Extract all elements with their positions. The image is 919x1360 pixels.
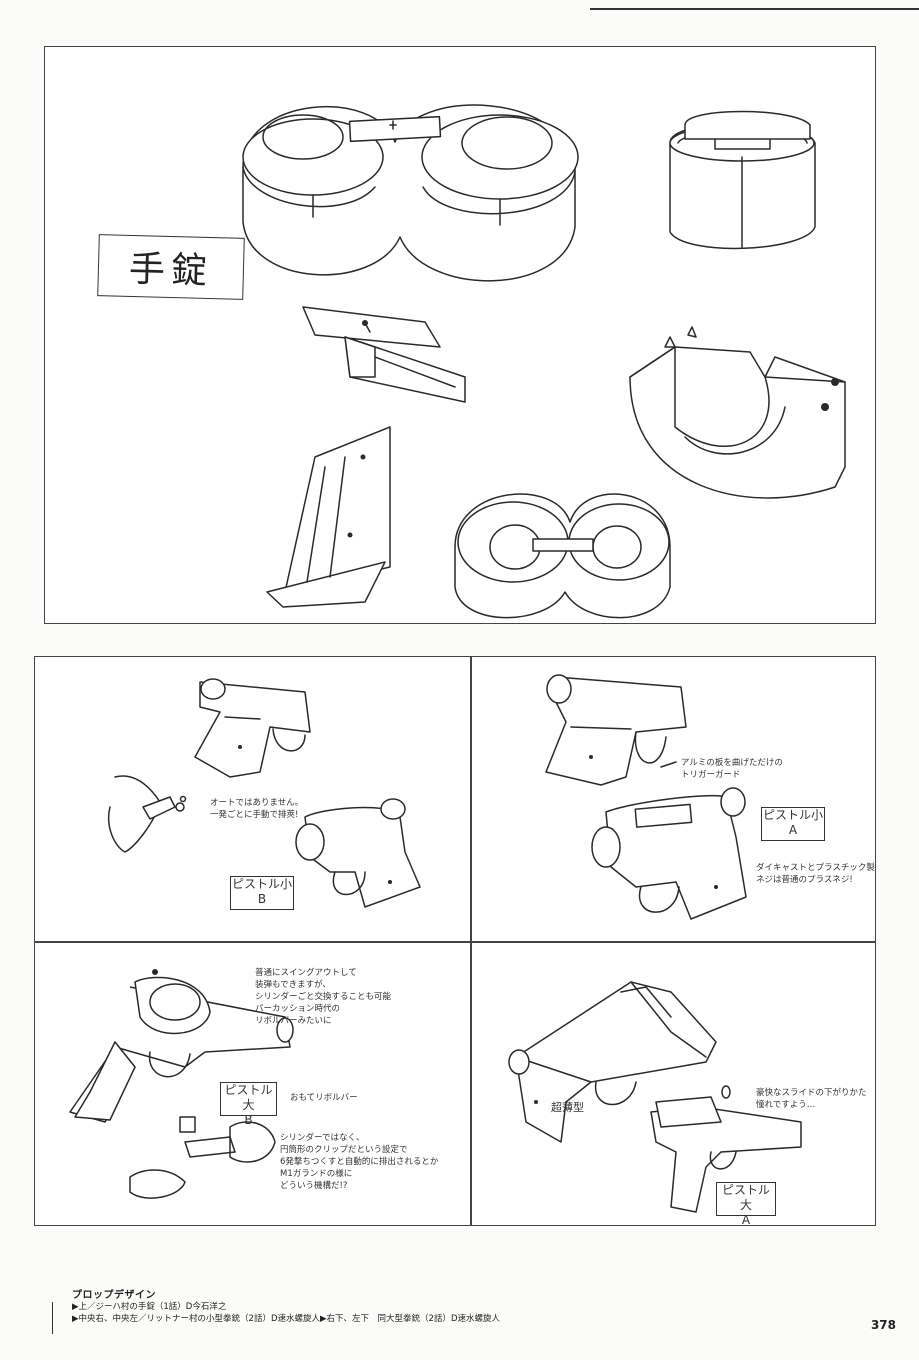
pistol-large-b-sketches — [69, 969, 294, 1199]
panel-pistol-large-a: 超薄型 豪快なスライドの下がりかた 憧れですよう… ピストル大 A — [471, 942, 875, 1227]
pistol-small-b-sketches — [108, 678, 421, 908]
pistol-small-a-sketch-top — [545, 674, 687, 786]
footer-credit-line-2: ▶中央右、中央左／リットナー村の小型拳銃（2話）D速水螺旋人▶右下、左下 同大型… — [72, 1314, 500, 1324]
pistol-small-a-trigger-note: アルミの板を曲げただけの トリガーガード — [681, 758, 783, 780]
panel-pistol-small-b: オートではありません。 一発ごとに手動で排莢! ピストル小 B — [35, 657, 470, 941]
automatic-pistol-sketch — [508, 981, 717, 1143]
hand-loading-sketch — [108, 775, 187, 853]
footer-bar — [52, 1302, 53, 1334]
pistol-small-b-sketch-top — [194, 678, 311, 778]
pistol-small-a-material-note: ダイキャストとプラスチック製 ネジは普通のプラスネジ! — [756, 863, 875, 885]
pistol-small-a-label: ピストル小 A — [761, 807, 825, 841]
handcuff-large-closed-sketch — [242, 104, 579, 282]
pistol-small-a-sketch-bottom — [591, 787, 747, 920]
pistols-divider-horizontal — [35, 941, 875, 943]
handcuff-hinge-sketch — [302, 306, 466, 403]
pistol-large-b-label: ピストル大 B — [220, 1082, 277, 1127]
top-rule — [590, 8, 919, 10]
pistol-large-b-note-top: 普通にスイングアウトして 装弾もできますが、 シリンダーごと交換することも可能 … — [255, 968, 392, 1026]
pistol-small-b-sketch-bottom — [295, 798, 421, 908]
footer-heading: プロップデザイン — [72, 1290, 156, 1301]
pistol-large-b-note-mid: おもてリボルバー — [290, 1093, 358, 1103]
pistol-small-a-pointer — [660, 761, 677, 768]
handcuff-small-open-sketch — [454, 493, 671, 619]
handcuff-open-half-sketch — [629, 326, 846, 499]
panel-pistol-small-a: アルミの板を曲げただけの トリガーガード ピストル小 A ダイキャストとプラスチ… — [471, 657, 875, 941]
handcuff-small-closed-sketch — [669, 110, 816, 250]
page-number: 378 — [870, 1318, 896, 1332]
page-footer: プロップデザイン ▶上／ジーハ村の手錠（1話）D今石洋之 ▶中央右、中央左／リッ… — [46, 1286, 896, 1334]
hand-firing-sketch — [129, 1116, 276, 1199]
pistol-small-a-sketches — [545, 674, 747, 920]
pistol-large-a-sketches — [508, 981, 802, 1213]
pistol-large-a-note-left: 超薄型 — [551, 1101, 584, 1114]
pistol-large-a-note-right: 豪快なスライドの下がりかた 憧れですよう… — [756, 1088, 867, 1110]
revolver-sketch — [69, 969, 294, 1123]
pistol-small-b-note: オートではありません。 一発ごとに手動で排莢! — [210, 798, 304, 820]
handcuff-plate-sketch — [266, 426, 391, 608]
automatic-pistol-slide-back-sketch — [650, 1085, 802, 1213]
pistol-small-b-label: ピストル小 B — [230, 876, 294, 910]
panel-pistol-large-b: 普通にスイングアウトして 装弾もできますが、 シリンダーごと交換することも可能 … — [35, 942, 470, 1226]
handcuffs-title-label: 手錠 — [97, 234, 245, 300]
pistol-large-a-label: ピストル大 A — [716, 1182, 776, 1227]
footer-credit-line-1: ▶上／ジーハ村の手錠（1話）D今石洋之 — [72, 1302, 227, 1312]
handcuffs-sketches — [242, 104, 846, 619]
pistol-large-b-note-bottom: シリンダーではなく、 円筒形のクリップだという設定で 6発撃ちつくすと自動的に排… — [280, 1133, 439, 1191]
handcuffs-panel: 手錠 — [44, 46, 876, 624]
